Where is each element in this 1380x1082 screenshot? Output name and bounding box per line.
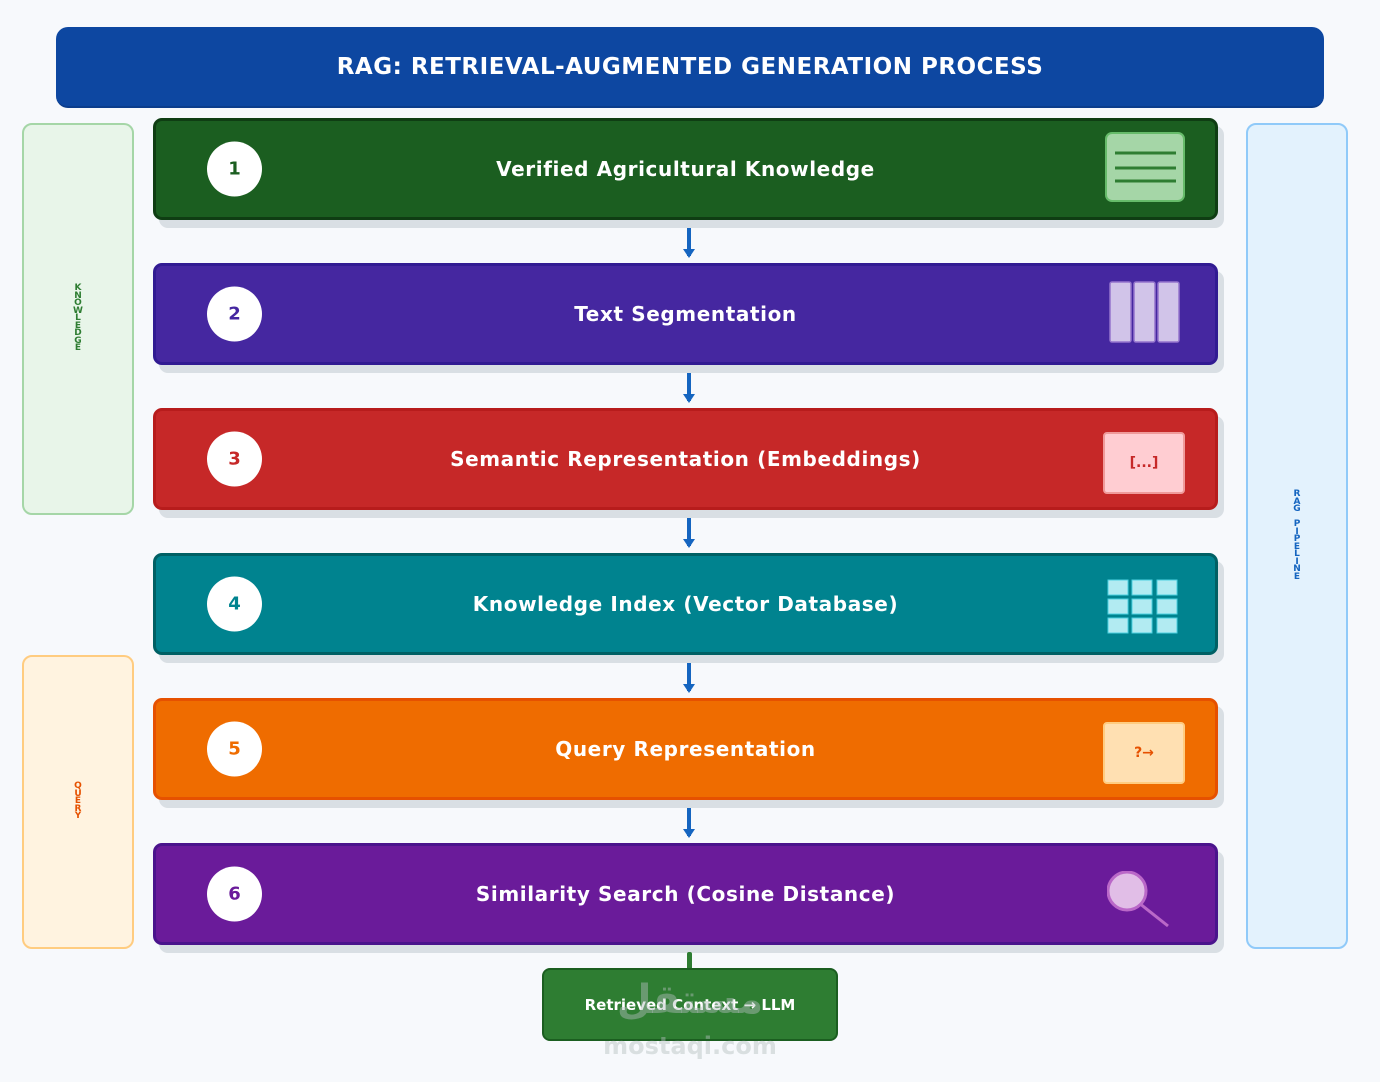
flow-arrow xyxy=(683,228,695,258)
step-number-badge: 6 xyxy=(207,866,262,922)
step-label: Query Representation xyxy=(555,737,816,761)
step-1-box: 1 Verified Agricultural Knowledge xyxy=(153,118,1218,220)
query-arrow-text: ?→ xyxy=(1103,722,1185,784)
step-label: Semantic Representation (Embeddings) xyxy=(450,447,921,471)
rag-pipeline-side-panel: R A G P I P E L I N E xyxy=(1246,123,1348,949)
step-label: Verified Agricultural Knowledge xyxy=(496,157,875,181)
vector-brackets-text: [...] xyxy=(1103,432,1185,494)
step-3-box: 3 Semantic Representation (Embeddings) [… xyxy=(153,408,1218,510)
query-panel-label: Q U E R Y xyxy=(74,781,82,822)
step-6-box: 6 Similarity Search (Cosine Distance) xyxy=(153,843,1218,945)
knowledge-side-panel: K N O W L E D G E xyxy=(22,123,134,515)
step-number-badge: 2 xyxy=(207,286,262,342)
diagram-title: RAG: RETRIEVAL-AUGMENTED GENERATION PROC… xyxy=(56,27,1324,108)
flow-arrow xyxy=(683,373,695,403)
step-number-badge: 3 xyxy=(207,431,262,487)
magnifier-icon xyxy=(1106,870,1171,933)
flow-arrow xyxy=(683,663,695,693)
knowledge-panel-label: K N O W L E D G E xyxy=(73,283,83,354)
query-arrow-icon: ?→ xyxy=(1103,714,1185,784)
flow-arrow xyxy=(683,518,695,548)
text-chunks-icon xyxy=(1109,281,1181,347)
step-number-badge: 1 xyxy=(207,141,262,197)
step-label: Knowledge Index (Vector Database) xyxy=(472,592,899,616)
flow-arrow xyxy=(683,808,695,838)
step-4-box: 4 Knowledge Index (Vector Database) xyxy=(153,553,1218,655)
retrieved-context-box: Retrieved Context → LLM xyxy=(542,968,838,1041)
result-connector xyxy=(687,952,692,970)
query-side-panel: Q U E R Y xyxy=(22,655,134,949)
pipeline-panel-label: R A G P I P E L I N E xyxy=(1293,489,1301,582)
step-number-badge: 5 xyxy=(207,721,262,777)
grid-database-icon xyxy=(1107,579,1179,639)
step-2-box: 2 Text Segmentation xyxy=(153,263,1218,365)
vector-brackets-icon: [...] xyxy=(1103,424,1185,494)
step-label: Text Segmentation xyxy=(574,302,797,326)
document-lines-icon xyxy=(1105,132,1185,206)
step-label: Similarity Search (Cosine Distance) xyxy=(475,882,896,906)
step-number-badge: 4 xyxy=(207,576,262,632)
step-5-box: 5 Query Representation ?→ xyxy=(153,698,1218,800)
